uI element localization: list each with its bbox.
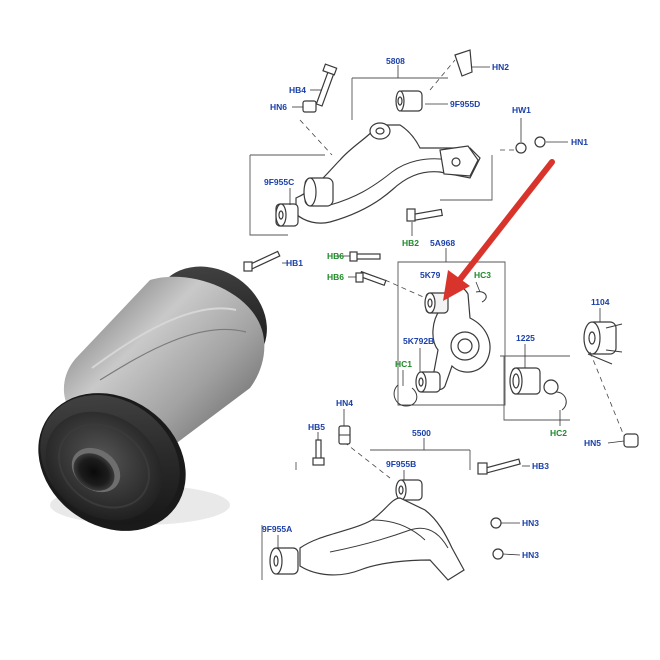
- circlip-hc2: [555, 391, 567, 411]
- knuckle-group: [243, 250, 506, 407]
- nut-hn1: [534, 136, 546, 148]
- callout-hn1: HN1: [571, 137, 588, 147]
- callout-hb3: HB3: [532, 461, 549, 471]
- callout-hc3: HC3: [474, 270, 491, 280]
- callout-hn3-lower: HN3: [522, 550, 539, 560]
- nut-hn3-upper: [490, 517, 502, 529]
- callout-hw1: HW1: [512, 105, 531, 115]
- callout-9f955c: 9F955C: [264, 177, 294, 187]
- callout-hn3-upper: HN3: [522, 518, 539, 528]
- hub-group: [500, 321, 639, 448]
- nut-hn4: [338, 425, 351, 445]
- callout-hn2: HN2: [492, 62, 509, 72]
- bolt-hb2: [406, 208, 443, 222]
- callout-hb1: HB1: [286, 258, 303, 268]
- bush-5k792b: [415, 371, 441, 393]
- wheel-bearing-1225: [509, 367, 559, 395]
- callout-hc1: HC1: [395, 359, 412, 369]
- clip-hn2: [454, 49, 473, 77]
- washer-hw1: [515, 142, 527, 154]
- bolt-hb6-upper: [349, 251, 381, 262]
- bolt-hb5: [312, 439, 325, 466]
- callout-5k792b: 5K792B: [403, 336, 434, 346]
- callout-hn5: HN5: [584, 438, 601, 448]
- clip-hc3: [475, 291, 487, 303]
- callout-hn4: HN4: [336, 398, 353, 408]
- callout-1104: 1104: [591, 297, 610, 307]
- callout-hb6-lower: HB6: [327, 272, 344, 282]
- upper-control-arm: [295, 124, 481, 224]
- circlip-hc1: [393, 384, 418, 407]
- callout-9f955d: 9F955D: [450, 99, 480, 109]
- callout-hb4: HB4: [289, 85, 306, 95]
- callout-5k79: 5K79: [420, 270, 441, 280]
- callout-hb2: HB2: [402, 238, 419, 248]
- leader-lines: [277, 65, 625, 556]
- nut-hn5: [623, 433, 639, 448]
- bush-9f955d: [395, 90, 423, 112]
- bolt-hb4: [315, 63, 338, 107]
- callout-hc2: HC2: [550, 428, 567, 438]
- bush-9f955c: [303, 177, 334, 207]
- callout-hb5: HB5: [308, 422, 325, 432]
- lower-arm-group: [261, 425, 521, 581]
- bushing-bore: [71, 447, 121, 493]
- callout-hb6-upper: HB6: [327, 251, 344, 261]
- bush-small-upper: [275, 203, 299, 227]
- callout-5500: 5500: [412, 428, 431, 438]
- callout-1225: 1225: [516, 333, 535, 343]
- callout-9f955b: 9F955B: [386, 459, 416, 469]
- highlight-arrow: [443, 159, 555, 301]
- wheel-hub-1104: [583, 321, 623, 365]
- bush-9f955a: [269, 547, 299, 575]
- nut-hn6: [302, 100, 317, 113]
- callout-9f955a: 9F955A: [262, 524, 292, 534]
- upper-arm-group: [249, 49, 546, 236]
- callout-labels: 5808 HN2 HB4 HN6 9F955D HW1 HN1 9F955C H…: [262, 56, 610, 560]
- callout-5a968: 5A968: [430, 238, 455, 248]
- bolt-hb3: [477, 458, 521, 475]
- callout-5808: 5808: [386, 56, 405, 66]
- bolt-hb6-lower: [355, 270, 387, 287]
- bush-5k79-highlighted: [424, 292, 449, 314]
- bolt-hb1: [243, 250, 281, 272]
- bushing-photo: [38, 266, 267, 531]
- callout-hn6: HN6: [270, 102, 287, 112]
- bush-9f955b: [395, 479, 423, 501]
- nut-hn3-lower: [492, 548, 504, 560]
